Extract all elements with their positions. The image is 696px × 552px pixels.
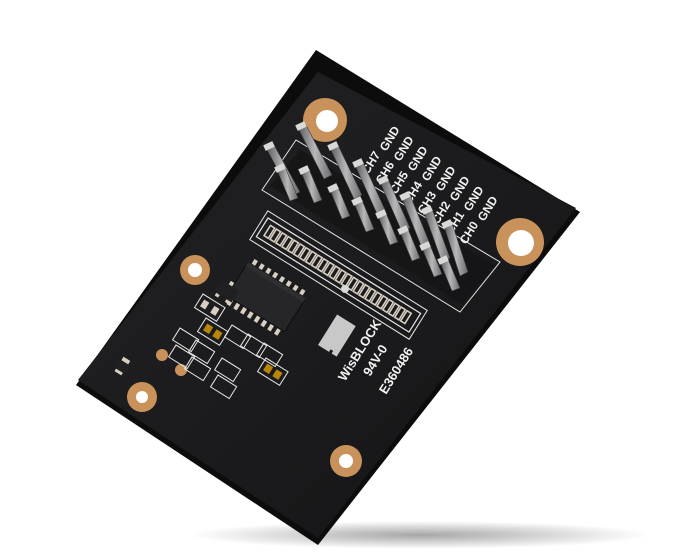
sot-component [214, 280, 239, 304]
mounting-hole-left [180, 255, 210, 285]
pin1-marker [341, 285, 349, 293]
pcb-board [78, 72, 576, 538]
test-pad [156, 349, 168, 361]
mounting-hole-bottom [330, 445, 362, 477]
pin-header [265, 124, 469, 292]
passive-footprints [167, 293, 289, 400]
mounting-hole-top [303, 98, 347, 142]
wisblock-logo [318, 314, 356, 357]
ic-chip [226, 259, 306, 336]
diode-component [112, 356, 132, 376]
connector-footprint [249, 210, 428, 340]
test-pad [175, 364, 187, 376]
mounting-hole-bottom-left [127, 382, 157, 412]
board-shadow [190, 521, 650, 549]
pin-tips [263, 121, 453, 265]
header-footprint [261, 139, 501, 313]
mounting-hole-right [496, 218, 544, 266]
